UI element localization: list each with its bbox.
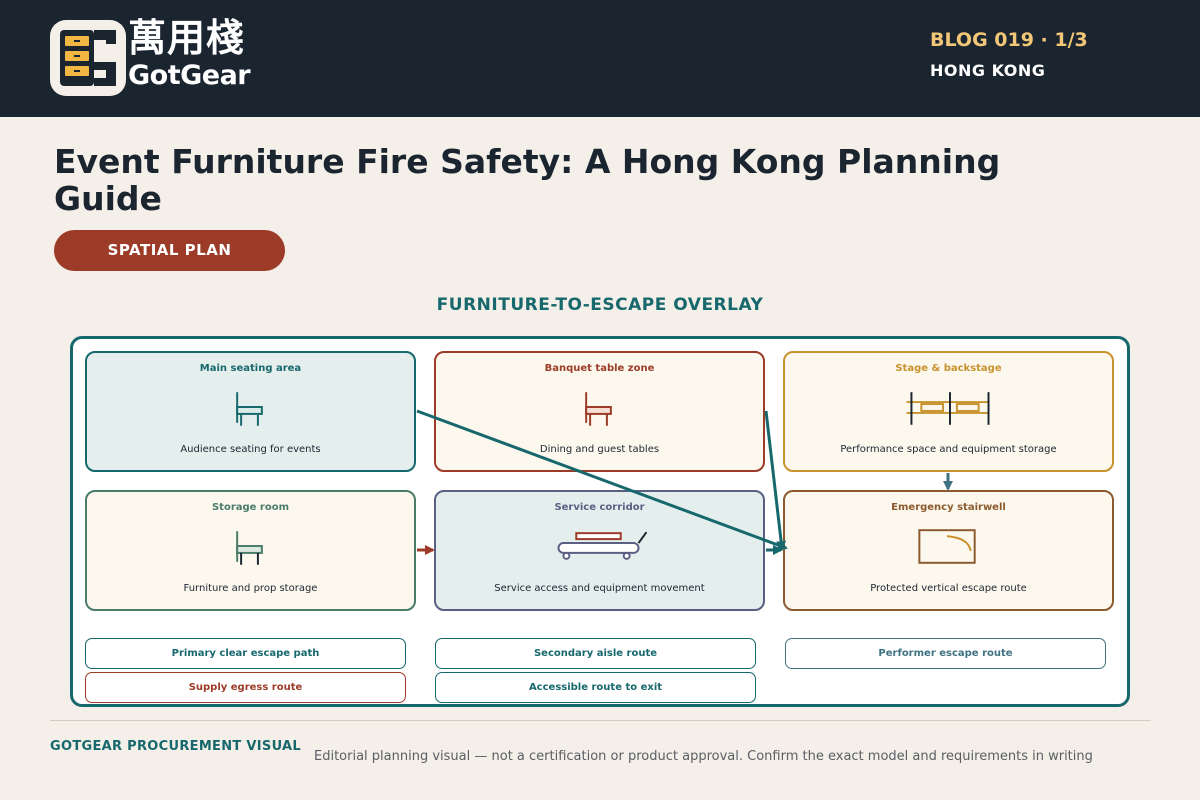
location-label: HONG KONG <box>930 61 1046 80</box>
chair-icon <box>236 392 263 426</box>
door-icon <box>918 529 976 564</box>
legend-performer-escape: Performer escape route <box>785 638 1106 669</box>
zone-storage-room: Storage room Furniture and prop storage <box>85 490 416 611</box>
legend-accessible-route: Accessible route to exit <box>435 672 756 703</box>
zone-service-corridor: Service corridor Service access and equi… <box>434 490 765 611</box>
zone-description: Furniture and prop storage <box>183 583 318 594</box>
legend-supply-egress: Supply egress route <box>85 672 406 703</box>
trolley-icon <box>557 531 648 560</box>
zone-title: Service corridor <box>554 502 645 513</box>
zone-stage-backstage: Stage & backstage Performance space and … <box>783 351 1114 472</box>
legend-primary-escape: Primary clear escape path <box>85 638 406 669</box>
zone-main-seating: Main seating area Audience seating for e… <box>85 351 416 472</box>
site-header: 萬用棧 GotGear BLOG 019 · 1/3 HONG KONG <box>0 0 1200 117</box>
zone-description: Audience seating for events <box>180 444 321 455</box>
zone-title: Main seating area <box>199 363 302 374</box>
zone-title: Banquet table zone <box>544 363 655 374</box>
footer-brand: GOTGEAR PROCUREMENT VISUAL <box>50 739 301 754</box>
brand-name-english: GotGear <box>128 60 251 91</box>
footer-disclaimer: Editorial planning visual — not a certif… <box>314 749 1093 764</box>
gotgear-logo-icon[interactable] <box>50 20 126 96</box>
chair-icon <box>585 392 612 426</box>
blog-number: BLOG 019 · 1/3 <box>930 29 1088 51</box>
diagram-title: FURNITURE-TO-ESCAPE OVERLAY <box>436 295 764 315</box>
brand-name-chinese: 萬用棧 <box>128 16 246 60</box>
zone-description: Protected vertical escape route <box>870 583 1027 594</box>
chair-icon <box>236 531 263 565</box>
zone-title: Emergency stairwell <box>891 502 1006 513</box>
zone-banquet-table: Banquet table zone Dining and guest tabl… <box>434 351 765 472</box>
zone-title: Storage room <box>211 502 290 513</box>
zone-description: Dining and guest tables <box>539 444 660 455</box>
stage-rack-icon <box>906 392 990 425</box>
category-tag[interactable]: SPATIAL PLAN <box>54 230 285 271</box>
zone-description: Performance space and equipment storage <box>840 444 1057 455</box>
zone-emergency-stairwell: Emergency stairwell Protected vertical e… <box>783 490 1114 611</box>
zone-description: Service access and equipment movement <box>494 583 705 594</box>
zone-title: Stage & backstage <box>895 363 1002 374</box>
legend-secondary-aisle: Secondary aisle route <box>435 638 756 669</box>
page-title: Event Furniture Fire Safety: A Hong Kong… <box>54 142 1001 218</box>
footer-divider <box>50 720 1151 721</box>
